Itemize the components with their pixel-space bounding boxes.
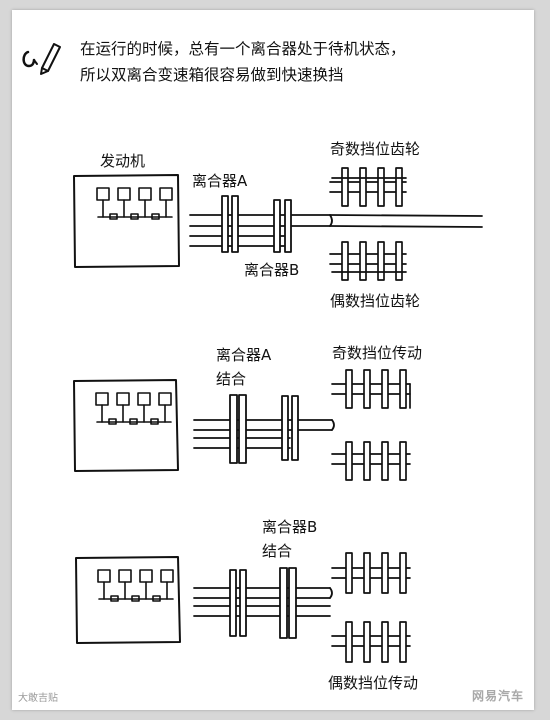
even-gear-label: 偶数挡位齿轮	[330, 292, 420, 310]
header-line-2: 所以双离合变速箱很容易做到快速换挡	[80, 66, 344, 84]
pen-icon	[22, 43, 61, 75]
even-drive-label: 偶数挡位传动	[328, 674, 418, 692]
odd-gears	[329, 167, 407, 207]
engine-box-2	[73, 379, 179, 472]
watermark-right-text: 网易汽车	[471, 689, 524, 703]
engine-box	[73, 174, 180, 268]
panel-standby: 发动机 离合器A	[73, 140, 483, 310]
watermark-left: 大敢吉贴	[18, 693, 58, 704]
watermark-right: 网易汽车	[472, 687, 524, 704]
odd-gear-label: 奇数挡位齿轮	[330, 140, 420, 158]
clutch-a-label: 离合器A	[192, 172, 248, 190]
dual-clutch-diagram: 在运行的时候，总有一个离合器处于待机状态， 所以双离合变速箱很容易做到快速换挡 …	[22, 40, 483, 692]
engine-pistons	[96, 187, 173, 220]
clutch-b-engaged-line2: 结合	[262, 542, 292, 560]
clutch-plates	[221, 195, 292, 253]
clutch-a-engaged-line1: 离合器A	[216, 346, 272, 364]
clutch-b-label: 离合器B	[244, 261, 299, 279]
engine-label: 发动机	[100, 152, 145, 170]
illustration-page: 在运行的时候，总有一个离合器处于待机状态， 所以双离合变速箱很容易做到快速换挡 …	[12, 10, 534, 710]
header-line-1: 在运行的时候，总有一个离合器处于待机状态，	[80, 40, 406, 58]
engine-box-3	[75, 556, 181, 644]
odd-drive-label: 奇数挡位传动	[332, 344, 422, 362]
clutch-b-engaged-line1: 离合器B	[262, 518, 317, 536]
clutch-a-engaged-line2: 结合	[216, 370, 246, 388]
panel-clutch-a-engaged: 离合器A 结合 奇数挡位传动	[73, 344, 422, 481]
even-gears	[329, 241, 407, 281]
panel-clutch-b-engaged: 离合器B 结合	[75, 518, 418, 692]
